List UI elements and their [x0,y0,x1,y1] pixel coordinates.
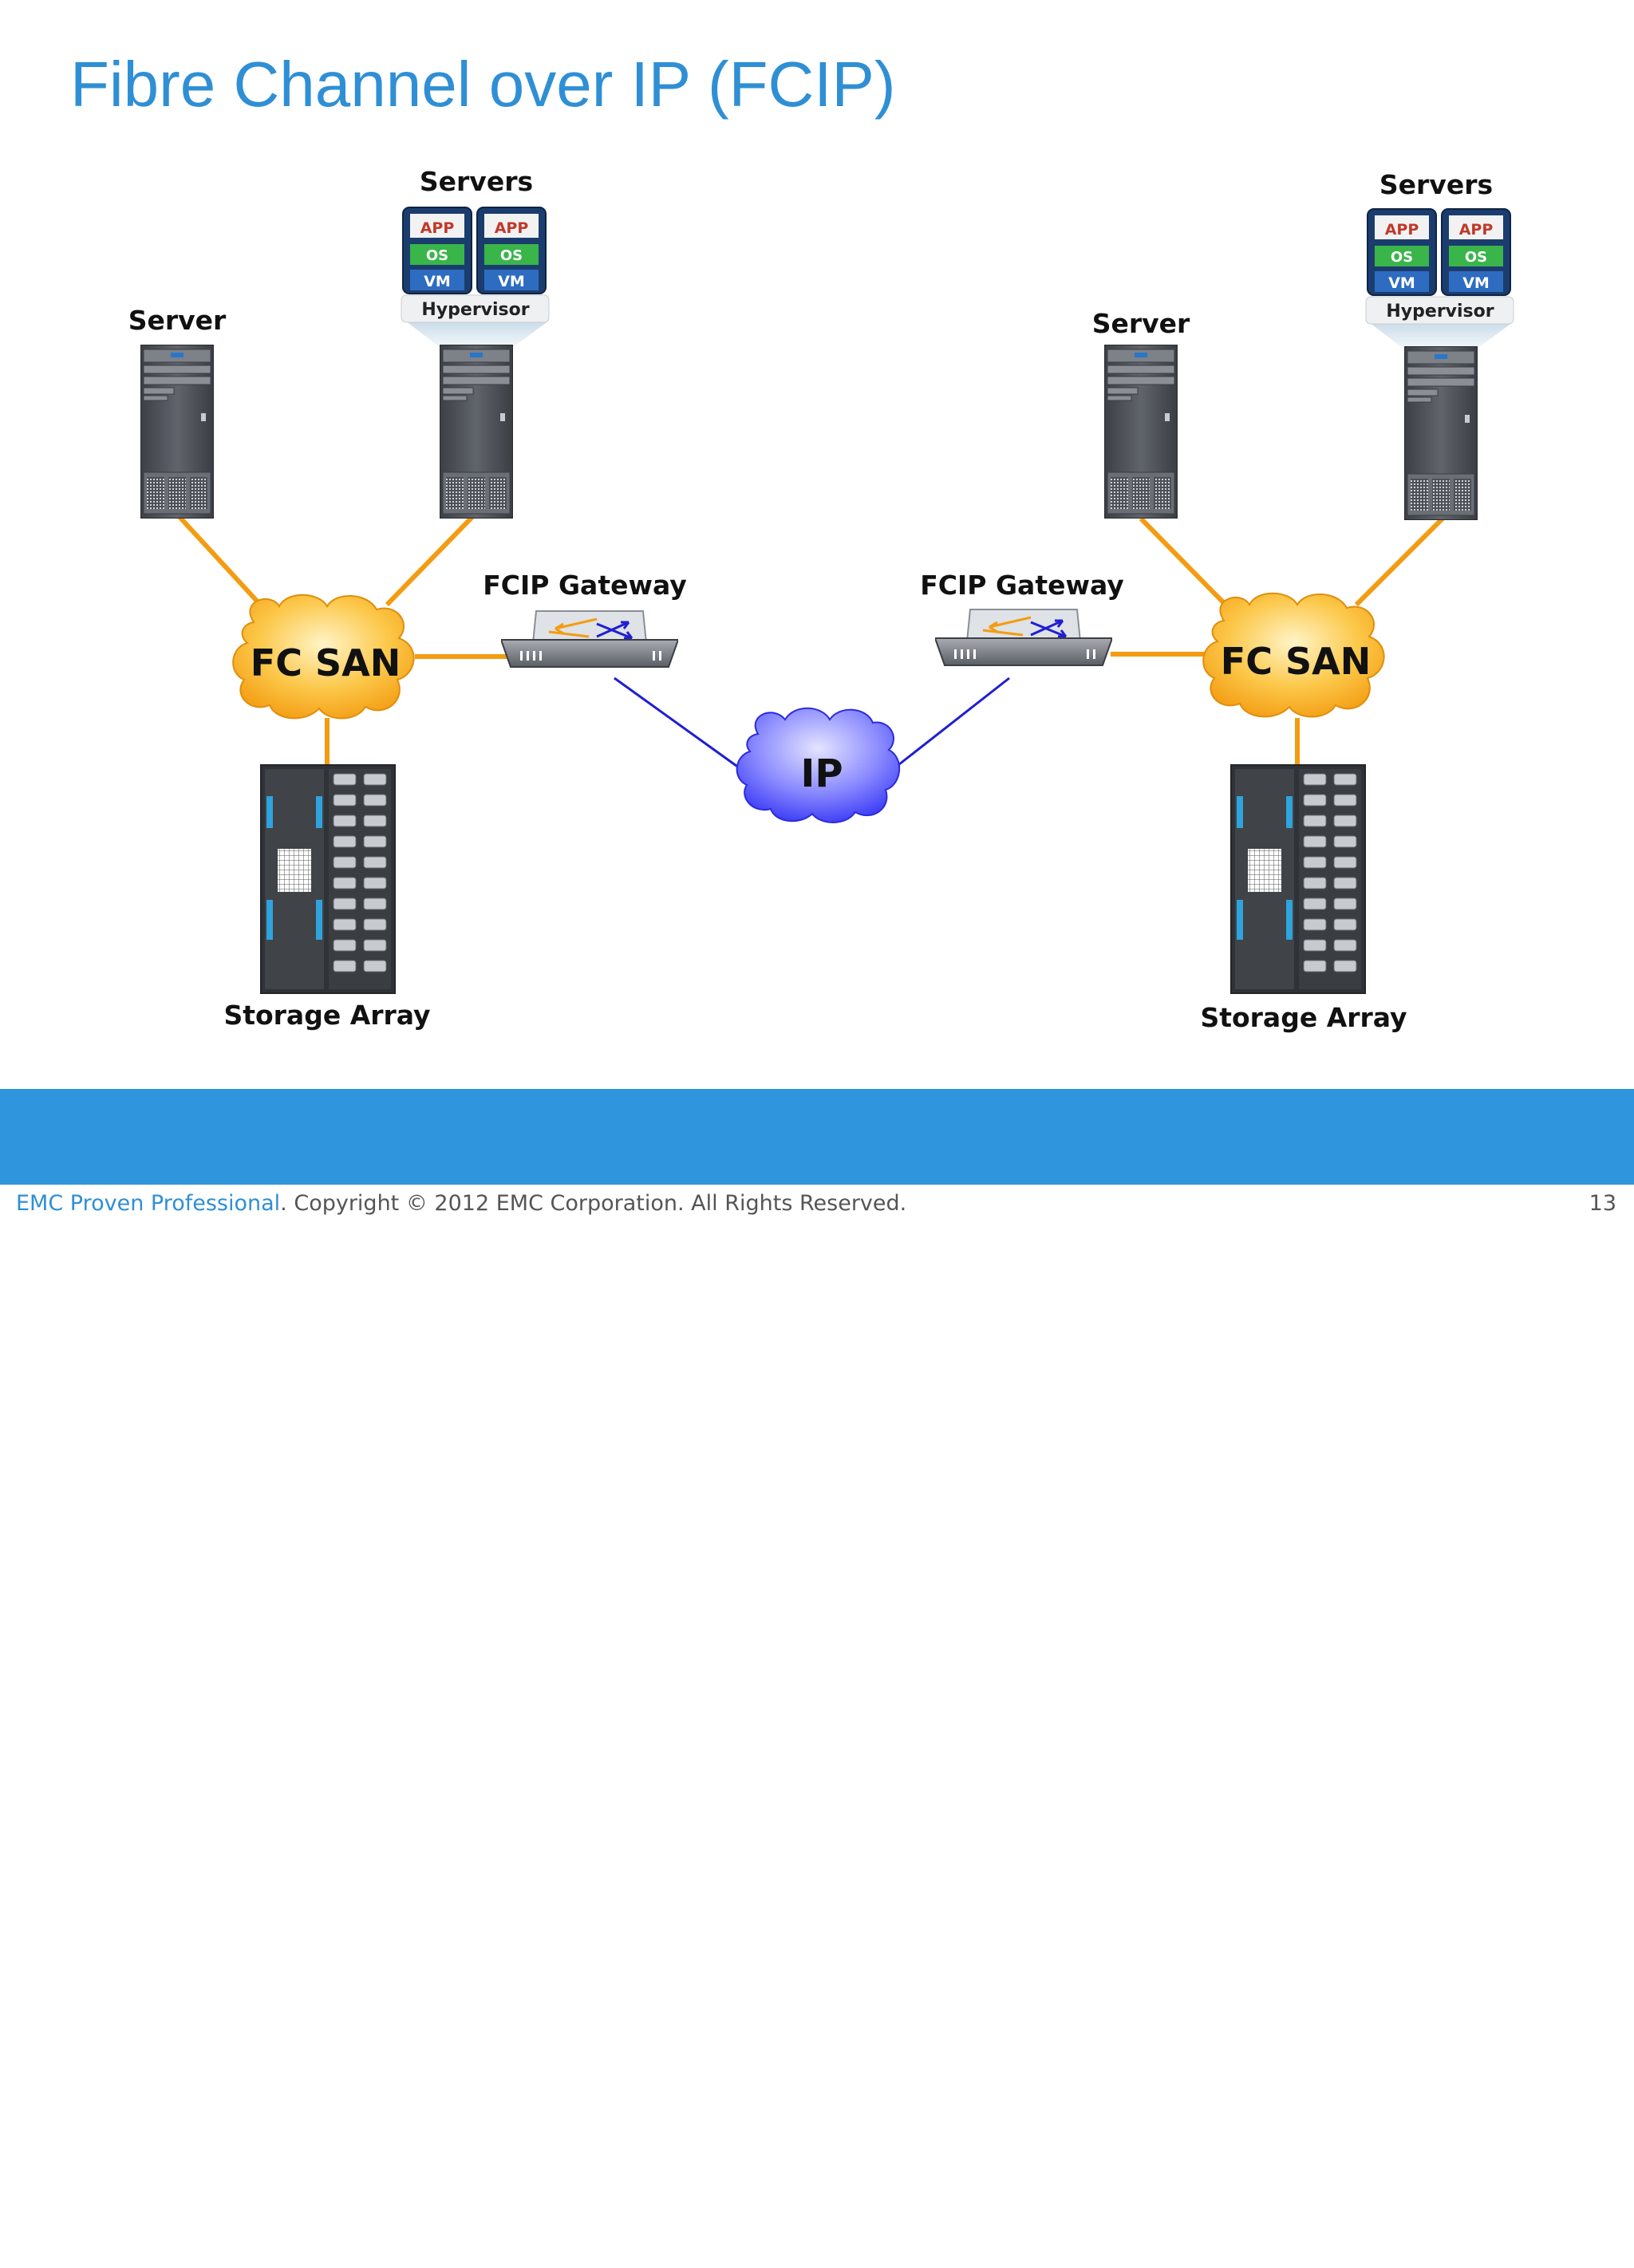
left-storage-array-label: Storage Array [223,1000,431,1031]
link-left-server-san [177,515,266,610]
left-hypervisor-label: Hypervisor [421,300,529,320]
right-servers-label: Servers [1379,169,1494,200]
right-servers-icon: APP APP OS OS VM VM Hypervisor [1365,208,1514,520]
link-right-gateway-ip [894,676,1010,769]
left-fcip-gateway-icon [501,609,678,669]
footer-text: EMC Proven Professional. Copyright © 201… [16,1191,906,1216]
right-fcip-gateway-icon [935,608,1112,667]
left-links [177,515,743,771]
link-right-servers-san [1354,516,1445,607]
ip-cloud [736,707,901,823]
right-links [894,516,1445,769]
right-vm2-app: APP [1459,221,1494,239]
left-fc-san-cloud [232,594,415,720]
left-servers-label: Servers [419,166,534,197]
left-storage-array-icon [260,764,396,994]
right-storage-array-label: Storage Array [1200,1002,1407,1033]
slide-title: Fibre Channel over IP (FCIP) [70,49,896,120]
right-fc-san-label: FC SAN [1220,640,1372,683]
right-fc-san-cloud [1202,592,1385,718]
right-vm1-label: VM [1388,274,1415,292]
left-vm2-os: OS [500,247,523,264]
page-number: 13 [1589,1191,1616,1216]
right-vm1-os: OS [1391,249,1413,266]
link-left-servers-san [385,515,475,607]
fcip-diagram: APP APP OS OS VM VM Hypervisor IP APP AP… [140,207,1514,994]
left-fcip-gateway-label: FCIP Gateway [483,570,687,601]
emc-logo-superscript: 2 [1553,2198,1569,2224]
footer-copyright: . Copyright © 2012 EMC Corporation. All … [280,1191,907,1216]
left-server-label: Server [128,305,227,336]
left-vm1-os: OS [426,247,448,264]
link-right-server-san [1139,516,1231,610]
footer-brand: EMC Proven Professional [16,1191,281,1216]
right-vm1-app: APP [1385,221,1419,239]
left-vm2-app: APP [495,219,529,237]
right-hypervisor-label: Hypervisor [1386,302,1494,321]
right-hypervisor-host-icon [1404,346,1478,520]
left-server-icon [140,345,214,519]
left-vm1-app: APP [420,219,455,237]
right-server-icon [1104,345,1178,519]
right-vm2-os: OS [1465,249,1487,266]
right-fcip-gateway-label: FCIP Gateway [920,570,1124,601]
left-fc-san-label: FC SAN [250,641,401,684]
footer-band: EMC2 [0,1089,1634,2268]
ip-label: IP [800,751,843,796]
right-storage-array-icon [1230,764,1366,994]
left-vm2-label: VM [498,273,525,290]
right-vm2-label: VM [1462,274,1490,292]
emc-logo-text: EMC [1411,2204,1553,2268]
left-vm1-label: VM [424,273,451,290]
emc-logo: EMC2 [1411,2198,1569,2268]
link-left-gateway-ip [614,676,743,771]
left-servers-icon: APP APP OS OS VM VM Hypervisor [401,207,550,519]
left-hypervisor-host-icon [440,345,513,519]
right-server-label: Server [1091,308,1190,339]
